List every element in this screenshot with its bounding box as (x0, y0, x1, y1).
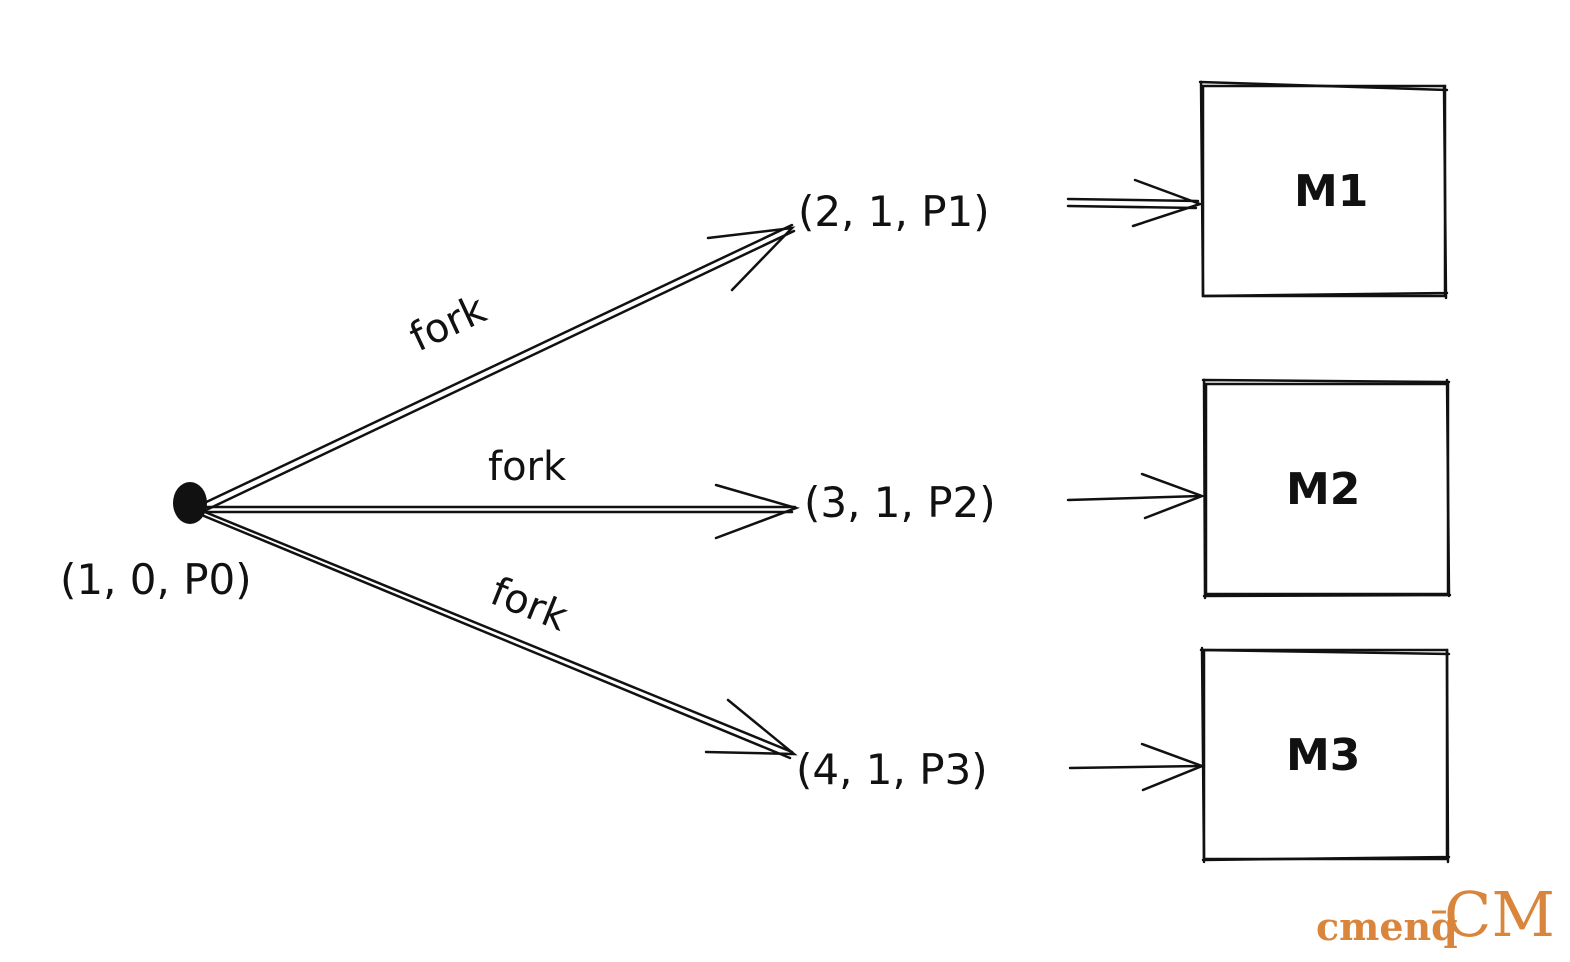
root-node-dot (173, 482, 207, 524)
root-node-label: (1, 0, P0) (60, 555, 252, 604)
arrowhead-3 (704, 698, 798, 756)
fork-label-3: fork (484, 569, 574, 641)
watermark-right: CM (1444, 878, 1555, 951)
arrow-to-m3 (1068, 742, 1206, 792)
box-m3 (1199, 646, 1451, 864)
box-label-m1: M1 (1294, 166, 1368, 217)
child-node-label-1: (2, 1, P1) (798, 187, 990, 236)
child-node-label-2: (3, 1, P2) (804, 478, 996, 527)
fork-label-2: fork (488, 444, 567, 490)
fork-edge-1 (198, 223, 796, 513)
arrow-to-m2 (1066, 472, 1206, 520)
box-m2 (1201, 378, 1452, 600)
box-label-m3: M3 (1286, 730, 1360, 781)
arrowhead-2 (714, 483, 800, 540)
box-m1 (1198, 80, 1449, 300)
fork-edge-3 (198, 508, 798, 760)
fork-label-1: fork (403, 286, 494, 361)
box-label-m2: M2 (1286, 464, 1360, 515)
arrow-to-m1 (1066, 178, 1204, 228)
child-node-label-3: (4, 1, P3) (796, 745, 988, 794)
watermark: cmenq CM (1316, 878, 1555, 951)
arrowhead-1 (706, 226, 796, 292)
fork-edge-2 (198, 483, 800, 540)
